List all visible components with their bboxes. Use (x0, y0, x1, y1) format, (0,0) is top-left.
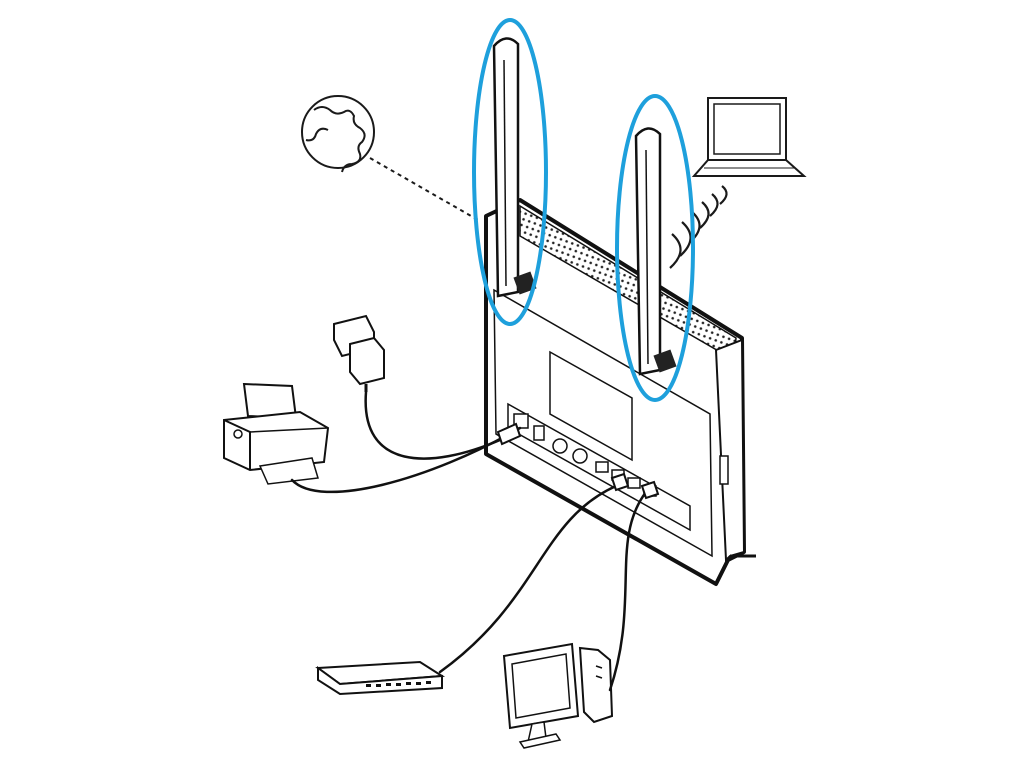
port-lan-3 (627, 477, 641, 489)
router-icon (484, 198, 756, 586)
wan-plug (640, 480, 660, 500)
laptop-icon (691, 97, 807, 177)
port-usb (533, 425, 545, 441)
internet-dashed-link (369, 157, 479, 221)
desktop-cable (608, 490, 648, 692)
wifi-waves-icon (669, 185, 728, 269)
antenna-right-highlight (615, 94, 695, 402)
globe-icon (301, 95, 375, 173)
printer-icon (223, 382, 330, 485)
desktop-computer-icon (502, 642, 614, 749)
antenna-right-icon (634, 127, 677, 376)
port-tel-1 (552, 438, 568, 454)
antenna-left-icon (492, 37, 537, 298)
power-cable (364, 390, 502, 460)
power-adapter-icon (333, 314, 385, 392)
switch-cable (438, 484, 618, 674)
port-lan-1 (595, 461, 609, 473)
printer-cable (290, 426, 522, 494)
antenna-left-highlight (472, 18, 548, 326)
power-plug (496, 422, 522, 446)
switch-icon (315, 660, 446, 696)
port-tel-2 (572, 448, 588, 464)
lan-plug (610, 472, 630, 492)
